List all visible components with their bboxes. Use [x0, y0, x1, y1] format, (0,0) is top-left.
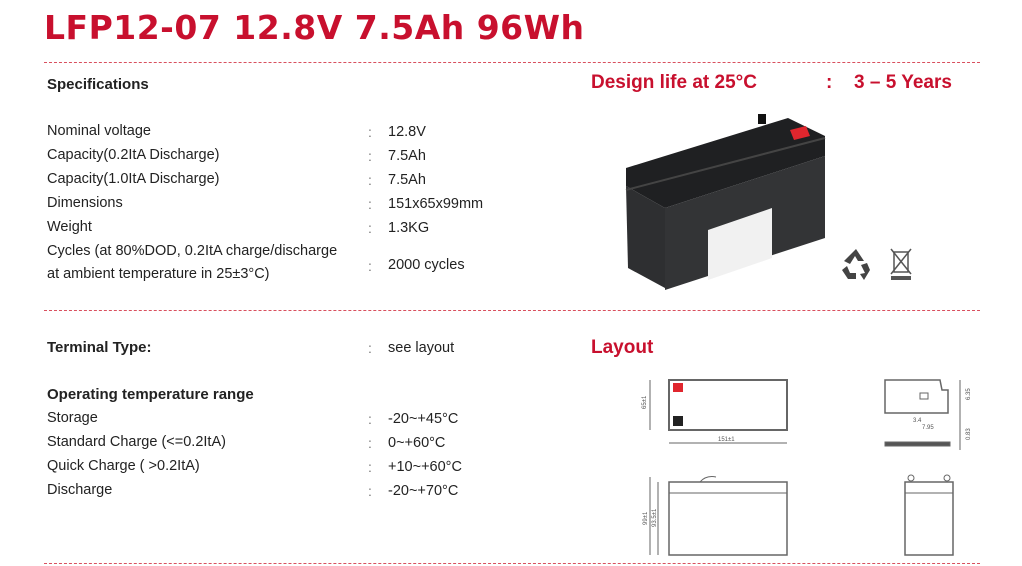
spec-value: 7.5Ah — [388, 148, 426, 164]
dim-term-a: 3.4 — [913, 418, 922, 424]
layout-drawing: 65±1 151±1 6.35 3.4 7.95 0.83 99±1 93.5±… — [642, 379, 972, 556]
temp-label: Discharge — [47, 482, 113, 498]
divider — [44, 563, 980, 564]
positive-terminal — [673, 383, 683, 392]
colon: : — [368, 340, 372, 356]
colon: : — [368, 435, 372, 451]
spec-value: 12.8V — [388, 124, 426, 140]
temp-label: Standard Charge (<=0.2ItA) — [47, 434, 226, 450]
colon: : — [368, 411, 372, 427]
spec-label: Nominal voltage — [47, 123, 151, 139]
temp-value: -20~+70°C — [388, 483, 459, 499]
spec-label: Capacity(1.0ItA Discharge) — [47, 171, 220, 187]
colon: : — [368, 258, 372, 274]
terminal-type-value: see layout — [388, 340, 455, 356]
colon: : — [368, 220, 372, 236]
colon: : — [368, 459, 372, 475]
dim-height-case: 93.5±1 — [652, 508, 658, 527]
spec-label: Capacity(0.2ItA Discharge) — [47, 147, 220, 163]
temp-label: Storage — [47, 410, 98, 426]
dim-term-t: 0.83 — [966, 428, 972, 440]
dim-length: 151±1 — [718, 437, 735, 443]
layout-heading: Layout — [591, 337, 654, 358]
spec-label: Dimensions — [47, 195, 123, 211]
divider — [44, 62, 980, 63]
battery-photo — [625, 114, 826, 290]
temp-value: -20~+45°C — [388, 411, 459, 427]
colon: : — [826, 72, 833, 93]
negative-terminal — [673, 416, 683, 426]
dim-width: 65±1 — [642, 395, 648, 409]
cycles-label-line2: at ambient temperature in 25±3°C) — [47, 266, 270, 282]
spec-label: Weight — [47, 219, 92, 235]
colon: : — [368, 172, 372, 188]
spec-value: 7.5Ah — [388, 172, 426, 188]
design-life-label: Design life at 25°C — [591, 72, 757, 93]
specifications-heading: Specifications — [47, 76, 149, 93]
recycle-icon — [842, 249, 870, 280]
page-title: LFP12-07 12.8V 7.5Ah 96Wh — [44, 8, 585, 47]
dim-term-h: 6.35 — [966, 388, 972, 400]
temp-value: +10~+60°C — [388, 459, 462, 475]
dim-height: 99±1 — [643, 511, 649, 525]
terminal-type-label: Terminal Type: — [47, 339, 152, 356]
temp-value: 0~+60°C — [388, 435, 446, 451]
colon: : — [368, 148, 372, 164]
cycles-label-line1: Cycles (at 80%DOD, 0.2ItA charge/dischar… — [47, 243, 338, 259]
design-life-value: 3 – 5 Years — [854, 72, 952, 93]
spec-value: 151x65x99mm — [388, 196, 484, 212]
weee-crossed-bin-icon — [890, 248, 912, 280]
colon: : — [368, 124, 372, 140]
cycles-value: 2000 cycles — [388, 257, 465, 273]
divider — [44, 310, 980, 311]
operating-temp-heading: Operating temperature range — [47, 386, 254, 403]
temp-label: Quick Charge ( >0.2ItA) — [47, 458, 200, 474]
colon: : — [368, 196, 372, 212]
dim-term-b: 7.95 — [922, 425, 934, 431]
spec-value: 1.3KG — [388, 220, 430, 236]
colon: : — [368, 483, 372, 499]
